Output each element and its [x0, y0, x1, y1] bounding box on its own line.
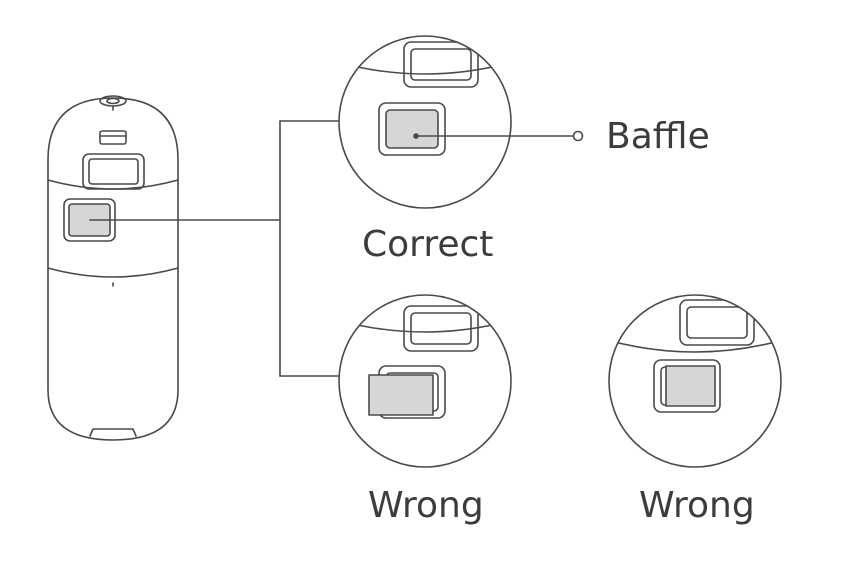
wrong-detail-circle-2	[608, 294, 782, 468]
wrong-detail-circle-1	[338, 294, 512, 468]
top-button-icon	[99, 95, 127, 111]
correct-label: Correct	[362, 224, 494, 265]
baffle-pointer	[413, 130, 584, 142]
upper-window-icon	[82, 153, 145, 190]
device-body	[47, 97, 179, 441]
baffle-label: Baffle	[606, 116, 710, 157]
connector-lines	[89, 120, 340, 377]
wrong-label-1: Wrong	[368, 485, 484, 526]
small-sensor-icon	[99, 130, 127, 145]
correct-detail-circle	[338, 35, 512, 209]
wrong-label-2: Wrong	[639, 485, 755, 526]
